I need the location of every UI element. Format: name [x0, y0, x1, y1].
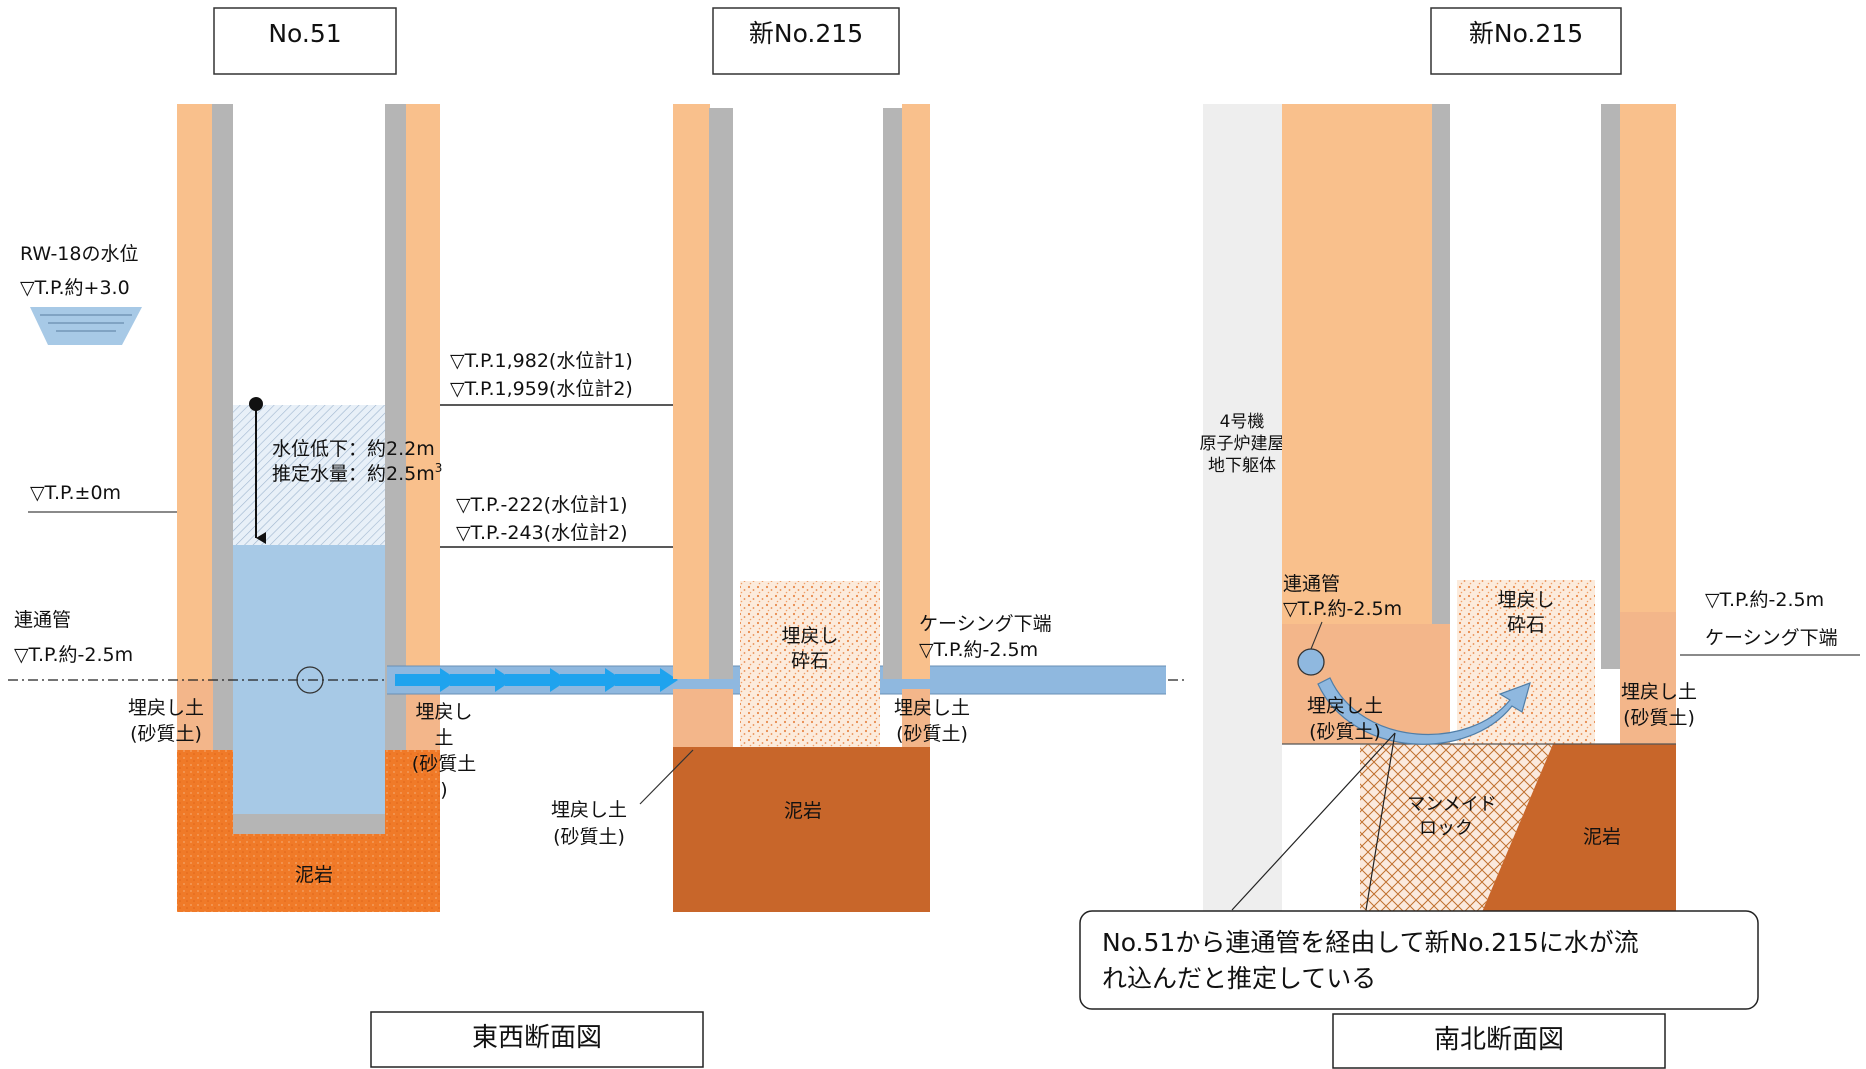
flow-arrow-3: [505, 668, 568, 692]
tp-zero-label: ▽T.P.±0m: [30, 482, 121, 504]
new215-ew-crushed-label-2: 砕石: [791, 650, 829, 672]
ew-pipe-label-2: ▽T.P.約-2.5m: [14, 644, 133, 666]
no51-backfill-inner-label-1: 埋戻し: [415, 701, 472, 723]
ns-casing-right: [1601, 104, 1620, 669]
new215-ew-soil-right: [902, 104, 930, 679]
no51-backfill-inner-label-3: (砂質土: [412, 753, 476, 775]
note-leader-2: [1365, 732, 1396, 911]
flow-arrow-1: [395, 668, 458, 692]
no51-backfill-inner-label-4: ): [440, 779, 447, 801]
ns-casing-label: ケーシング下端: [1705, 627, 1838, 649]
ns-building-label-2: 原子炉建屋: [1200, 434, 1285, 454]
gauge-reading-m222: ▽T.P.-222(水位計1): [456, 494, 628, 516]
flow-arrow-2: [450, 668, 513, 692]
new215-ew-backfill-callout-2: (砂質土): [553, 826, 625, 848]
well-label-no51: No.51: [213, 7, 397, 75]
drop-label-1: 水位低下：約2.2m: [272, 438, 435, 460]
no51-backfill-left-label-2: (砂質土): [130, 723, 202, 745]
new215-ew-crushed-stone: [740, 581, 880, 747]
no51-casing-left: [212, 104, 233, 834]
no51-casing-bottom: [212, 814, 406, 834]
no51-backfill-left: [177, 680, 213, 750]
new215-ew-backfill-right-label-2: (砂質土): [896, 723, 968, 745]
note-text-2: れ込んだと推定している: [1102, 964, 1376, 993]
note-callout: No.51から連通管を経由して新No.215に水が流 れ込んだと推定している: [1079, 910, 1759, 1010]
ew-casing-label-2: ▽T.P.約-2.5m: [919, 639, 1038, 661]
no51-soil-right: [406, 104, 440, 754]
rw18-label-2: ▽T.P.約+3.0: [20, 277, 130, 299]
rw18-label-1: RW-18の水位: [20, 243, 138, 265]
no51-casing-right: [385, 104, 406, 834]
ns-building-label-3: 地下躯体: [1208, 456, 1276, 476]
no51-mudstone-label: 泥岩: [295, 864, 333, 886]
well-label-new215-ew: 新No.215: [712, 7, 900, 75]
ns-casing-left: [1432, 104, 1450, 669]
ew-casing-label-1: ケーシング下端: [919, 613, 1052, 635]
ns-building-label-1: 4号機: [1220, 412, 1265, 432]
ns-pipe-label-1: 連通管: [1283, 573, 1340, 595]
note-text-1: No.51から連通管を経由して新No.215に水が流: [1102, 928, 1639, 957]
flow-arrows: [395, 668, 678, 692]
pipe-outlet-circle: [296, 666, 324, 694]
new215-ew-backfill-right-label-1: 埋戻し土: [894, 697, 970, 719]
well-label-no51-text: No.51: [268, 19, 341, 48]
backfill-callout-leader: [639, 749, 694, 805]
ns-pipe-section: [1297, 648, 1325, 676]
new215-ew-soil-left: [673, 104, 710, 679]
new215-ew-crushed-label-1: 埋戻し: [781, 625, 838, 647]
no51-backfill-left-label-1: 埋戻し土: [128, 697, 204, 719]
ew-pipe-label-1: 連通管: [14, 609, 71, 631]
flow-arrow-4: [560, 668, 623, 692]
ns-mudstone: [1482, 744, 1676, 912]
ns-tp-minus25-label: ▽T.P.約-2.5m: [1705, 589, 1824, 611]
ns-crushed-label-1: 埋戻し: [1497, 589, 1554, 611]
ew-caption-text: 東西断面図: [472, 1023, 602, 1053]
ns-building: [1203, 104, 1282, 912]
gauge-reading-m243: ▽T.P.-243(水位計2): [456, 522, 628, 544]
ns-backfill-right-label-2: (砂質土): [1623, 707, 1695, 729]
ns-crushed-label-2: 砕石: [1507, 614, 1545, 636]
flow-arrow-5: [615, 668, 678, 692]
new215-ew-mudstone-label: 泥岩: [784, 800, 822, 822]
no51-backfill-inner-label-2: 土: [434, 727, 453, 749]
well-label-new215-ns: 新No.215: [1430, 7, 1622, 75]
ns-caption-text: 南北断面図: [1434, 1025, 1564, 1055]
no51-water-drop-zone: [233, 405, 385, 545]
new215-ew-mudstone: [673, 747, 930, 912]
ns-backfill-right-label-1: 埋戻し土: [1621, 681, 1697, 703]
ns-mudstone-label: 泥岩: [1583, 826, 1621, 848]
no51-mudstone-bottom: [212, 834, 406, 912]
ns-backfill-label-1: 埋戻し土: [1307, 695, 1383, 717]
ns-flow-curve-arrow: [1317, 677, 1531, 745]
note-leader-1: [1231, 732, 1396, 911]
rw18-water-level-icon: [30, 307, 142, 345]
ns-pipe-label-2: ▽T.P.約-2.5m: [1283, 598, 1402, 620]
ns-backfill-right: [1620, 612, 1676, 744]
ew-caption: 東西断面図: [370, 1011, 704, 1068]
gauge-reading-1959: ▽T.P.1,959(水位計2): [450, 378, 633, 400]
drop-label-2: 推定水量：約2.5m3: [272, 461, 442, 485]
new215-ew-backfill-left: [673, 689, 733, 747]
gauge-reading-1982: ▽T.P.1,982(水位計1): [450, 350, 633, 372]
well-label-new215-ew-text: 新No.215: [749, 19, 863, 48]
well-label-new215-ns-text: 新No.215: [1469, 19, 1583, 48]
ns-backfill-label-2: (砂質土): [1309, 721, 1381, 743]
ns-caption: 南北断面図: [1332, 1013, 1666, 1069]
new215-ew-casing-left: [709, 108, 733, 679]
ns-manmade-rock-label-2: ロック: [1419, 818, 1473, 839]
ns-manmade-rock: [1360, 744, 1553, 912]
new215-ew-backfill-right: [902, 689, 930, 747]
ns-manmade-rock-label-1: マンメイド: [1407, 794, 1496, 815]
ns-crushed-stone: [1457, 580, 1595, 744]
new215-ew-backfill-callout-1: 埋戻し土: [551, 799, 627, 821]
no51-soil-left: [177, 104, 213, 754]
new215-ew-casing-right: [883, 108, 903, 679]
